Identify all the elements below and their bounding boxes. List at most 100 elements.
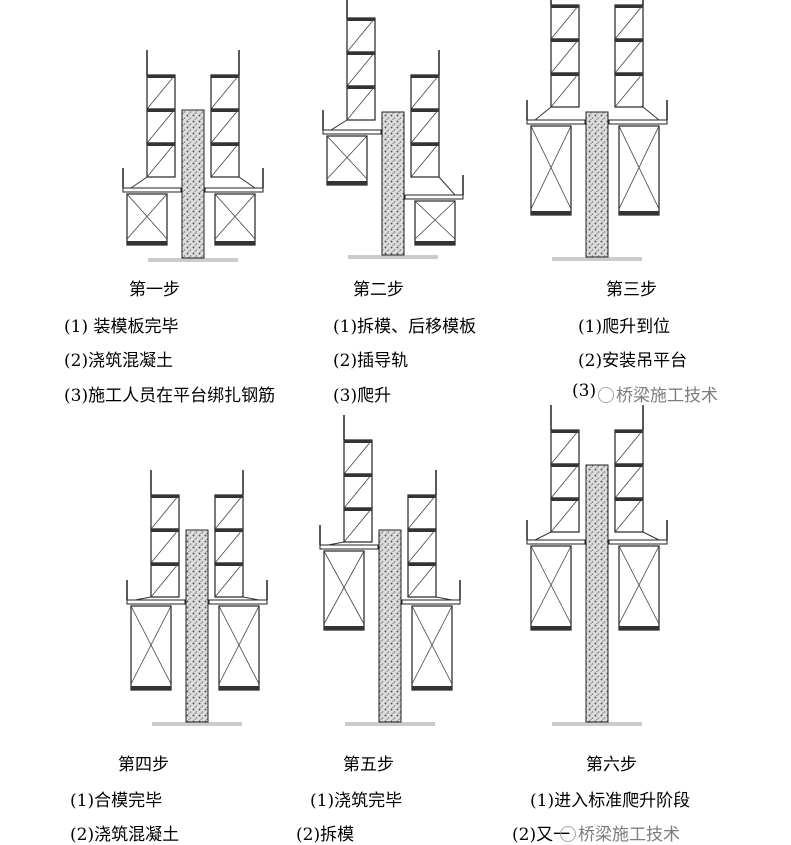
hanging-platform [326,135,368,186]
step-3-item-1: (1)爬升到位 [578,317,671,337]
truss-diagonal [614,463,644,499]
truss-diagonal [614,429,644,465]
diagram-step-4 [126,470,268,726]
hanging-floor [619,211,659,215]
hanging-platform [414,200,456,246]
truss-beam [344,508,372,511]
truss-diagonal [146,142,176,178]
platform [126,599,186,605]
step-1-title: 第一步 [129,280,180,300]
platform [319,544,379,550]
truss-beam [551,5,579,8]
brace [327,541,345,546]
truss-beam [147,109,175,112]
truss-beam [151,529,179,532]
hanging-floor [327,181,367,185]
truss-diagonal [550,4,580,40]
truss-diagonal [346,17,376,53]
concrete-wall [585,111,609,258]
truss-diagonal [407,562,437,598]
watermark-text: 桥梁施工技术 [616,386,718,406]
truss-diagonal [343,473,373,509]
brace [438,176,456,196]
brace [242,596,260,601]
truss-beam [151,563,179,566]
step-5-title: 第五步 [343,755,394,775]
truss-beam [211,143,239,146]
hanging-floor [131,686,171,690]
brace [238,176,256,189]
truss-beam [408,495,436,498]
truss-diagonal [407,528,437,564]
truss-diagonal [550,463,580,499]
brace [134,596,152,601]
hanging-brace [126,193,168,240]
platform [122,187,182,193]
platform [526,539,586,545]
step-5-item-1: (1)浇筑完毕 [310,791,403,811]
concrete-wall [585,464,609,723]
step-3-item-3: (3) [572,381,597,401]
truss-beam [347,52,375,55]
step-1-item-3: (3)施工人员在平台绑扎钢筋 [64,386,276,406]
watermark-text: 桥梁施工技术 [578,825,680,845]
truss-diagonal [550,72,580,108]
truss-beam [344,440,372,443]
brace [435,596,453,601]
step-5-item-2: (2)拆模 [296,825,355,845]
hanging-platform [218,605,260,691]
hanging-brace [218,605,260,685]
hanging-floor [324,626,364,630]
step-3-title: 第三步 [606,280,657,300]
concrete-wall [378,529,402,723]
truss-beam [551,430,579,433]
hanging-platform [618,545,660,631]
truss-beam [551,464,579,467]
step-4-item-2: (2)浇筑混凝土 [70,825,180,845]
ground-slab [348,255,438,259]
brace [534,531,552,541]
hanging-brace [530,125,572,210]
step-1-item-1: (1) 装模板完毕 [64,317,179,337]
hanging-platform [323,550,365,631]
truss-beam [615,498,643,501]
truss-beam [615,39,643,42]
step-2-item-2: (2)插导轨 [333,351,409,371]
hanging-platform [214,193,256,246]
truss-beam [411,75,439,78]
truss-beam [344,474,372,477]
diagram-step-5 [319,415,461,726]
truss-diagonal [550,497,580,533]
truss-beam [615,464,643,467]
truss-beam [147,75,175,78]
platform [608,539,668,545]
hanging-platform [130,605,172,691]
step-2-title: 第二步 [353,280,404,300]
platform [404,194,464,200]
truss-diagonal [614,72,644,108]
hanging-brace [326,135,368,180]
truss-beam [408,529,436,532]
hanging-brace [618,125,660,210]
truss-beam [211,109,239,112]
hanging-floor [412,686,452,690]
truss-diagonal [614,38,644,74]
truss-beam [551,498,579,501]
truss-diagonal [346,51,376,87]
truss-diagonal [407,494,437,530]
truss-beam [615,5,643,8]
truss-diagonal [214,528,244,564]
diagram-step-2 [322,0,464,259]
truss-beam [615,73,643,76]
truss-beam [411,143,439,146]
ground-slab [152,722,242,726]
hanging-floor [619,626,659,630]
step-1-item-2: (2)浇筑混凝土 [64,351,174,371]
diagram-step-1 [122,50,264,262]
platform [526,119,586,125]
hanging-brace [323,550,365,625]
truss-diagonal [214,494,244,530]
brace [330,119,348,131]
hanging-brace [130,605,172,685]
